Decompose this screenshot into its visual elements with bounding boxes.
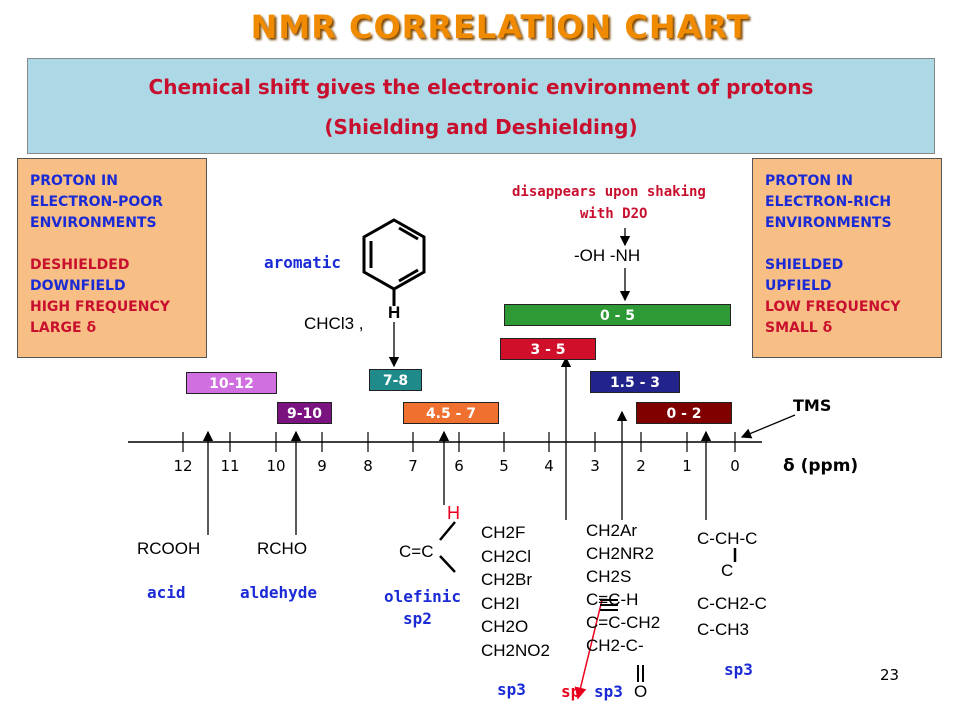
alkyl-item-ch2: C-CH2-C	[697, 594, 767, 613]
right-line-6: UPFIELD	[765, 278, 832, 294]
halide-hybridization: sp3	[497, 680, 526, 699]
halide-item: CH2NO2	[481, 640, 550, 660]
acid-label: acid	[147, 583, 186, 602]
right-line-3: ENVIRONMENTS	[765, 215, 892, 231]
left-line-2: ELECTRON-POOR	[30, 194, 163, 210]
olefinic-h: H	[447, 503, 460, 523]
deshielded-box: PROTON IN ELECTRON-POOR ENVIRONMENTS DES…	[17, 158, 207, 358]
left-line-1: PROTON IN	[30, 173, 118, 189]
acid-formula: RCOOH	[137, 539, 201, 558]
tick-label-6: 6	[454, 457, 464, 475]
oh-nh-label: -OH -NH	[574, 246, 641, 265]
tick-label-11: 11	[220, 457, 240, 475]
middle-list: CH2Ar CH2NR2 CH2S C≡C-H C=C-CH2 CH2-C-	[586, 519, 660, 657]
benzene-ring-icon	[362, 218, 426, 291]
middle-item: CH2-C-	[586, 636, 644, 655]
range-bar-7-8: 7-8	[369, 369, 422, 391]
sp-arrow	[574, 599, 603, 700]
tick-label-0: 0	[730, 457, 740, 475]
right-line-1: PROTON IN	[765, 173, 853, 189]
halide-item: CH2I	[481, 593, 520, 613]
right-line-8: SMALL δ	[765, 320, 833, 336]
middle-hybridization: sp3	[594, 682, 623, 701]
range-bar-3-5: 3 - 5	[500, 338, 596, 360]
subtitle-banner: Chemical shift gives the electronic envi…	[27, 58, 935, 154]
halide-item: CH2O	[481, 617, 529, 636]
axis-ticks	[182, 432, 736, 452]
left-line-8: LARGE δ	[30, 320, 97, 336]
banner-line-1: Chemical shift gives the electronic envi…	[148, 75, 814, 99]
tick-label-9: 9	[317, 457, 327, 475]
aromatic-label: aromatic	[264, 253, 342, 272]
carbonyl-oxygen: O	[634, 682, 648, 701]
middle-item: CH2NR2	[586, 544, 655, 563]
olefinic-formula: C=C	[399, 542, 434, 561]
aldehyde-label: aldehyde	[240, 583, 318, 602]
halide-list: CH2F CH2Cl CH2Br CH2I CH2O CH2NO2	[481, 521, 550, 662]
middle-item: C=C-CH2	[586, 613, 661, 632]
middle-item: CH2S	[586, 567, 632, 586]
page-number: 23	[880, 666, 900, 684]
left-line-7: HIGH FREQUENCY	[30, 299, 170, 315]
d2o-note-line-1: disappears upon shaking	[512, 184, 706, 200]
sp-hybridization: sp	[561, 682, 581, 701]
tick-label-2: 2	[636, 457, 646, 475]
tick-label-5: 5	[499, 457, 509, 475]
alkyl-hybridization: sp3	[724, 660, 753, 679]
halide-item: CH2Cl	[481, 546, 532, 566]
left-line-5: DESHIELDED	[30, 257, 130, 273]
range-bar-4.5-7: 4.5 - 7	[403, 402, 499, 424]
tick-label-1: 1	[682, 457, 692, 475]
aldehyde-formula: RCHO	[257, 539, 308, 558]
middle-item: CH2Ar	[586, 521, 638, 540]
halide-item: CH2Br	[481, 570, 533, 589]
shielded-box: PROTON IN ELECTRON-RICH ENVIRONMENTS SHI…	[752, 158, 942, 358]
left-line-6: DOWNFIELD	[30, 278, 126, 294]
tms-arrow	[740, 414, 796, 439]
tick-label-4: 4	[544, 457, 554, 475]
range-bar-1.5-3: 1.5 - 3	[590, 371, 680, 393]
tick-label-7: 7	[408, 457, 418, 475]
page-title: NMR CORRELATION CHART	[250, 8, 750, 46]
aromatic-h-label: H	[388, 303, 401, 322]
banner-line-2: (Shielding and Deshielding)	[324, 115, 638, 139]
range-bar-0-2: 0 - 2	[636, 402, 732, 424]
right-line-2: ELECTRON-RICH	[765, 194, 892, 210]
alkyl-item-branch: C-CH-C	[697, 529, 758, 548]
chcl3-label: CHCl3 ,	[304, 314, 364, 333]
alkyl-item-branch-c: C	[721, 561, 734, 580]
olefinic-label: olefinic	[384, 587, 462, 606]
range-bar-10-12: 10-12	[186, 372, 277, 394]
axis-unit-label: δ (ppm)	[783, 456, 859, 476]
d2o-note-line-2: with D2O	[580, 206, 648, 222]
left-line-3: ENVIRONMENTS	[30, 215, 157, 231]
tick-label-3: 3	[590, 457, 600, 475]
tick-label-12: 12	[173, 457, 193, 475]
range-bar-9-10: 9-10	[277, 402, 332, 424]
tms-label: TMS	[793, 396, 832, 415]
tick-label-8: 8	[363, 457, 373, 475]
halide-item: CH2F	[481, 523, 526, 542]
right-line-7: LOW FREQUENCY	[765, 299, 901, 315]
right-line-5: SHIELDED	[765, 257, 844, 273]
range-bar-0-5: 0 - 5	[504, 304, 731, 326]
alkyl-item-ch3: C-CH3	[697, 620, 749, 639]
middle-item: C≡C-H	[586, 590, 639, 609]
tick-label-10: 10	[266, 457, 286, 475]
olefinic-hybridization: sp2	[403, 609, 432, 628]
